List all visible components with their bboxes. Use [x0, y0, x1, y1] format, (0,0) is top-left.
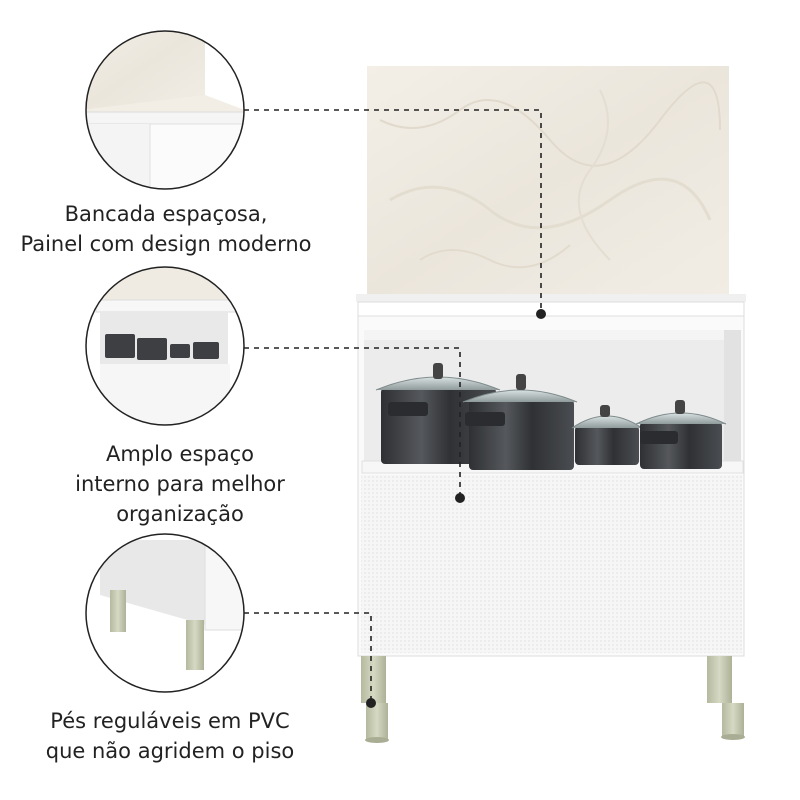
cooking-pots — [375, 363, 727, 470]
detail-circle-feet — [85, 533, 245, 693]
pot-medium — [462, 374, 578, 470]
front-panel — [361, 475, 742, 653]
leader-dots — [366, 309, 546, 708]
caption-line: que não agridem o piso — [45, 739, 295, 763]
detail-circle-niche — [85, 266, 245, 426]
pot-large — [375, 363, 501, 464]
leader-line-countertop — [244, 109, 542, 312]
cabinet — [356, 66, 746, 743]
caption-line: Pés reguláveis em PVC — [50, 709, 290, 733]
caption-line: interno para melhor — [75, 472, 285, 496]
leader-lines — [244, 109, 542, 700]
caption-line: Painel com design moderno — [20, 232, 312, 256]
adjustable-feet — [361, 656, 745, 743]
feature-caption-feet: Pés reguláveis em PVC que não agridem o … — [0, 706, 340, 766]
pot-medium-right — [635, 400, 727, 469]
pot-small — [571, 405, 643, 465]
leader-dot-feet — [366, 698, 376, 708]
leader-line-niche — [244, 347, 461, 496]
marble-backsplash-panel — [367, 66, 729, 295]
caption-line: organização — [116, 502, 244, 526]
caption-line: Amplo espaço — [106, 442, 254, 466]
detail-circle-countertop — [85, 30, 245, 190]
leader-dot-niche — [455, 493, 465, 503]
caption-line: Bancada espaçosa, — [64, 202, 268, 226]
countertop — [356, 294, 746, 317]
leader-line-feet — [244, 612, 372, 700]
feature-caption-countertop: Bancada espaçosa, Painel com design mode… — [0, 199, 332, 259]
leader-dot-countertop — [536, 309, 546, 319]
feature-caption-niche: Amplo espaço interno para melhor organiz… — [0, 439, 360, 529]
